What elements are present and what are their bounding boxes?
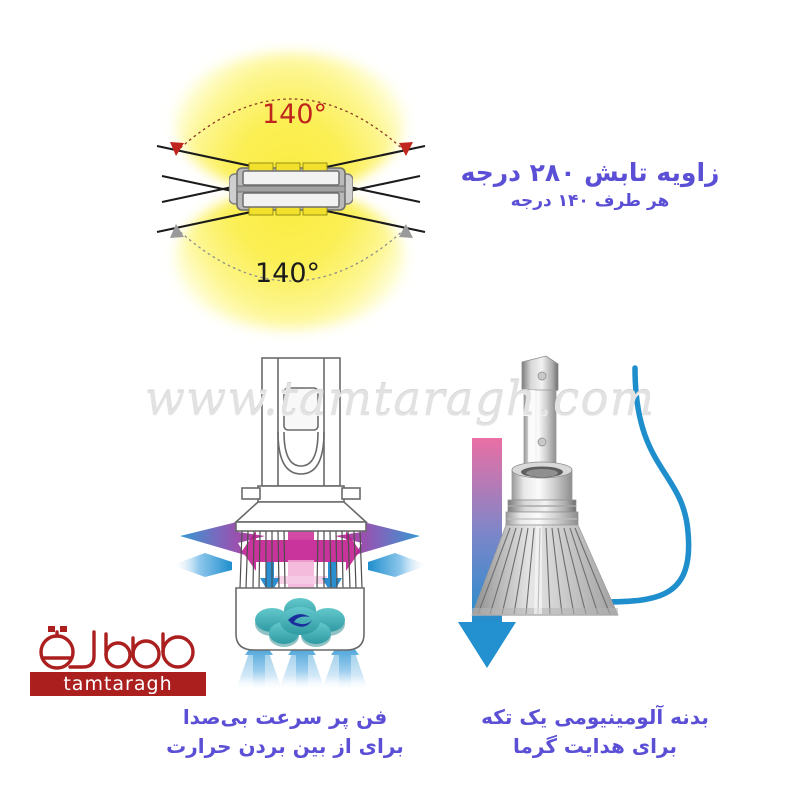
fan-caption-line1: فن پر سرعت بی‌صدا	[182, 705, 388, 729]
beam-caption-line1: زاویه تابش ۲۸۰ درجه	[460, 158, 720, 187]
heatsink-fins	[239, 530, 363, 589]
beam-caption-line2: هر طرف ۱۴۰ درجه	[510, 191, 670, 212]
alu-caption-line2: برای هدایت گرما	[513, 734, 677, 758]
lower-arc-arrow-left	[170, 224, 184, 238]
internal-cooling-arrows	[260, 562, 342, 595]
cooling-fan-bulb-diagram	[172, 357, 428, 690]
heatsink-fins-photo	[477, 527, 611, 615]
lower-arc-arrow-right	[399, 224, 413, 238]
aluminium-body-outline-curve	[597, 365, 692, 605]
lower-angle-arc	[175, 227, 407, 282]
lower-angle-label: 140°	[255, 258, 321, 289]
fan-swirl-mark	[288, 614, 312, 627]
upper-arc-arrow-left	[170, 142, 184, 156]
led-bulb-cross-section	[229, 162, 353, 216]
fan-caption-line2: برای از بین بردن حرارت	[166, 734, 404, 758]
cooling-fan	[255, 598, 345, 647]
upper-angle-arc	[175, 98, 407, 153]
logo-wordmark-banner: tamtaragh	[30, 672, 206, 696]
logo-wordmark-text: tamtaragh	[63, 673, 173, 695]
heat-exhaust-arrows	[180, 520, 420, 555]
upper-arc-arrow-right	[399, 142, 413, 156]
bulb-body-outline	[233, 357, 369, 532]
logo-diacritic-dots	[48, 626, 67, 632]
beam-angle-caption: زاویه تابش ۲۸۰ درجه هر طرف ۱۴۰ درجه	[440, 157, 740, 214]
tamtaragh-script-logo	[39, 626, 195, 670]
aluminium-body-bulb-diagram	[458, 355, 692, 668]
upper-angle-label: 140°	[262, 99, 328, 130]
alu-bulb-caption: بدنه آلومینیومی یک تکه برای هدایت گرما	[450, 703, 740, 761]
fan-bulb-caption: فن پر سرعت بی‌صدا برای از بین بردن حرارت	[140, 703, 430, 761]
aluminium-bulb-photo	[471, 355, 619, 616]
beam-angle-panel: 140° 140°	[0, 0, 800, 340]
tamtaragh-logo[interactable]: tamtaragh	[30, 622, 206, 696]
side-intake-arrows	[172, 553, 428, 577]
alu-caption-line1: بدنه آلومینیومی یک تکه	[481, 705, 709, 729]
